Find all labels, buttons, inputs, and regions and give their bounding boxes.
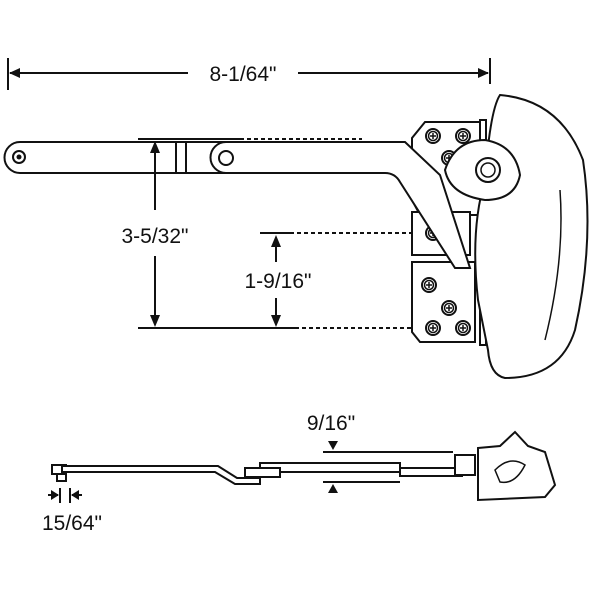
operator-arm <box>3 141 472 269</box>
side-height-label: 9/16" <box>307 412 355 435</box>
overall-length-label: 8-1/64" <box>210 63 277 86</box>
arm-offset-label: 3-5/32" <box>122 225 189 248</box>
side-view <box>51 430 557 502</box>
hinge-offset-dimension: 1-9/16" <box>245 232 412 327</box>
stud-width-dimension: 15/64" <box>42 488 102 535</box>
overall-length-dimension: 8-1/64" <box>7 58 491 90</box>
hinge-offset-label: 1-9/16" <box>245 270 312 293</box>
arm-offset-dimension: 3-5/32" <box>122 138 412 329</box>
key-cylinder-icon <box>475 157 501 183</box>
handle-body <box>443 93 589 380</box>
side-height-dimension: 9/16" <box>307 412 453 493</box>
stud-width-label: 15/64" <box>42 512 102 535</box>
